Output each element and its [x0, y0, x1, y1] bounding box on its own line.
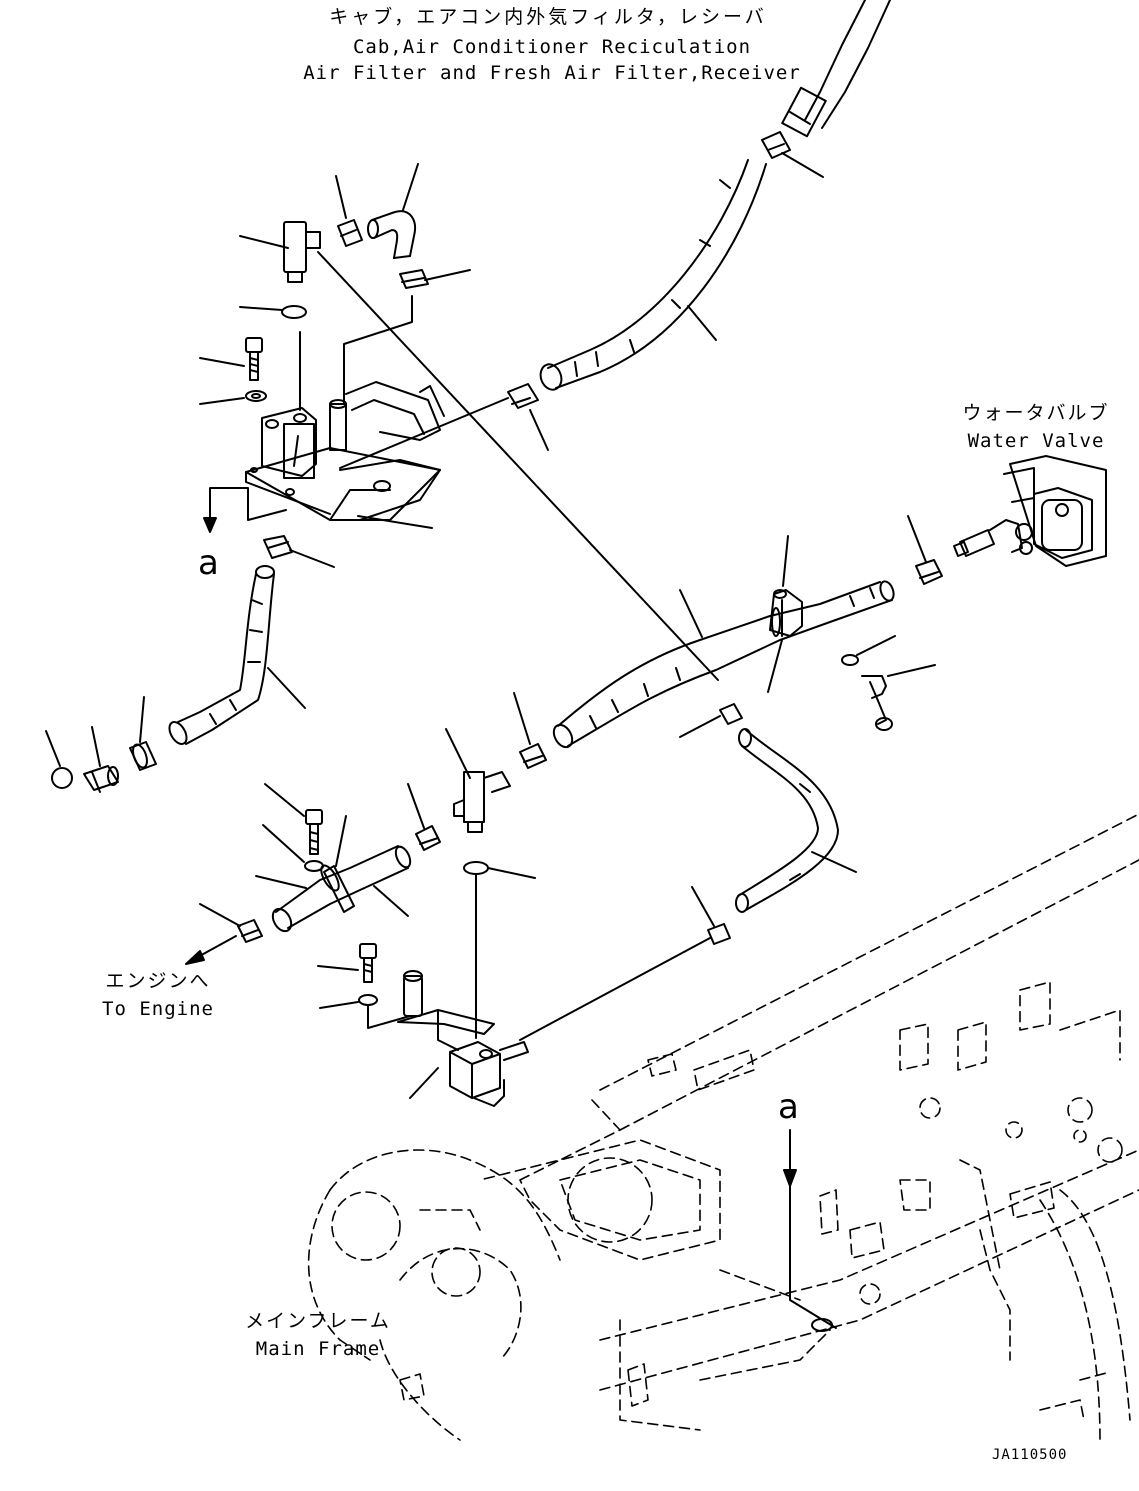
leader-line	[262, 824, 305, 863]
leader-line	[513, 692, 531, 745]
view-arrow-upper	[203, 487, 287, 533]
valve-bracket-lower	[397, 970, 529, 1107]
view-marker-lower: a	[778, 1087, 800, 1127]
leader-line	[267, 667, 306, 709]
to-engine-arrow	[185, 935, 237, 965]
water-valve-label-en: Water Valve	[967, 430, 1105, 452]
clamp-engine	[237, 919, 263, 943]
cab-filter-label-en-line2: Air Filter and Fresh Air Filter,Receiver	[303, 62, 801, 84]
bolt-lower	[305, 809, 323, 855]
leader-line	[887, 664, 936, 677]
view-marker-upper: a	[198, 543, 220, 583]
leader-line	[519, 937, 711, 1041]
leader-line	[679, 715, 721, 738]
leader-line	[335, 815, 347, 867]
water-valve	[953, 455, 1107, 567]
return-hose	[735, 728, 839, 913]
leader-line	[811, 851, 857, 873]
washer-right	[841, 654, 859, 666]
hose-clamp	[507, 383, 539, 409]
main-frame	[307, 813, 1139, 1441]
cab-feed-hose	[781, 0, 891, 138]
leader-line	[317, 251, 719, 681]
clamp-left	[129, 741, 157, 771]
lower-clamped-hose	[271, 845, 412, 933]
o-ring-lower	[463, 861, 489, 875]
clamp-elbow	[399, 269, 429, 289]
clamp-middle	[519, 743, 547, 769]
leader-line	[199, 903, 241, 927]
leader-line	[367, 1005, 411, 1029]
leader-line	[679, 589, 703, 638]
leader-line	[289, 549, 335, 568]
cab-filter-label-en-line1: Cab,Air Conditioner Reciculation	[352, 36, 752, 58]
clamp-lower-bracket	[263, 535, 293, 559]
bolt-upper	[245, 337, 263, 381]
leader-line	[691, 886, 715, 927]
clamp-lower	[415, 825, 441, 851]
to-engine-label-jp: エンジンへ	[105, 970, 211, 992]
leader-line	[781, 152, 824, 178]
leader-line	[407, 783, 425, 829]
bolt-bracket	[359, 943, 377, 983]
main-frame-label-en: Main Frame	[255, 1338, 381, 1360]
main-frame-label-jp: メインフレーム	[245, 1310, 391, 1332]
leader-line	[782, 535, 789, 587]
t-fitting-lower	[453, 771, 511, 833]
leader-line	[487, 867, 536, 879]
plug-left	[51, 767, 73, 789]
hose-clamp-top	[761, 131, 791, 159]
leader-line	[255, 875, 307, 889]
o-ring-upper	[281, 305, 307, 319]
middle-long-hose	[552, 580, 895, 749]
leader-line	[264, 783, 305, 817]
leader-line	[409, 1067, 439, 1099]
clamp-small	[337, 219, 363, 247]
bolt-right	[861, 675, 893, 731]
leader-line	[91, 726, 101, 767]
leader-line	[529, 409, 549, 451]
water-valve-label-jp: ウォータバルブ	[962, 402, 1110, 424]
washer-bracket	[358, 994, 378, 1006]
leader-line	[445, 728, 471, 779]
leader-line	[343, 295, 413, 405]
left-descending-hose	[168, 565, 275, 745]
clamp-return-upper	[719, 703, 743, 725]
leader-line	[199, 357, 245, 367]
leader-line	[139, 696, 145, 743]
upper-long-hose	[539, 159, 767, 391]
leader-line	[335, 175, 347, 219]
leader-line	[319, 1001, 359, 1009]
leader-line	[339, 397, 509, 469]
view-arrow-lower	[783, 1129, 837, 1332]
washer-upper	[245, 390, 267, 402]
leader-line	[402, 163, 419, 211]
leader-line	[357, 515, 433, 529]
clamp-return-lower	[707, 923, 731, 945]
t-fitting-upper	[283, 221, 321, 283]
drawing-code: JA110500	[992, 1447, 1068, 1463]
leader-line	[907, 515, 927, 563]
leader-line	[239, 235, 289, 249]
leader-line	[767, 639, 783, 693]
leader-line	[317, 965, 359, 971]
hose-support-clamp	[769, 589, 803, 637]
cab-filter-label-jp: キャブ，エアコン内外気フィルタ，レシーバ	[329, 6, 767, 28]
valve-bracket-upper	[245, 381, 445, 521]
clamp-water-valve	[915, 559, 943, 585]
leader-line	[199, 397, 245, 405]
leader-line	[687, 305, 717, 341]
to-engine-label-en: To Engine	[102, 998, 214, 1020]
leader-line	[856, 635, 896, 656]
leader-line	[45, 730, 61, 767]
nipple-left	[83, 765, 119, 793]
leader-line	[239, 306, 283, 311]
leader-line	[373, 885, 409, 917]
leader-line	[424, 269, 471, 281]
elbow-hose	[367, 210, 416, 259]
